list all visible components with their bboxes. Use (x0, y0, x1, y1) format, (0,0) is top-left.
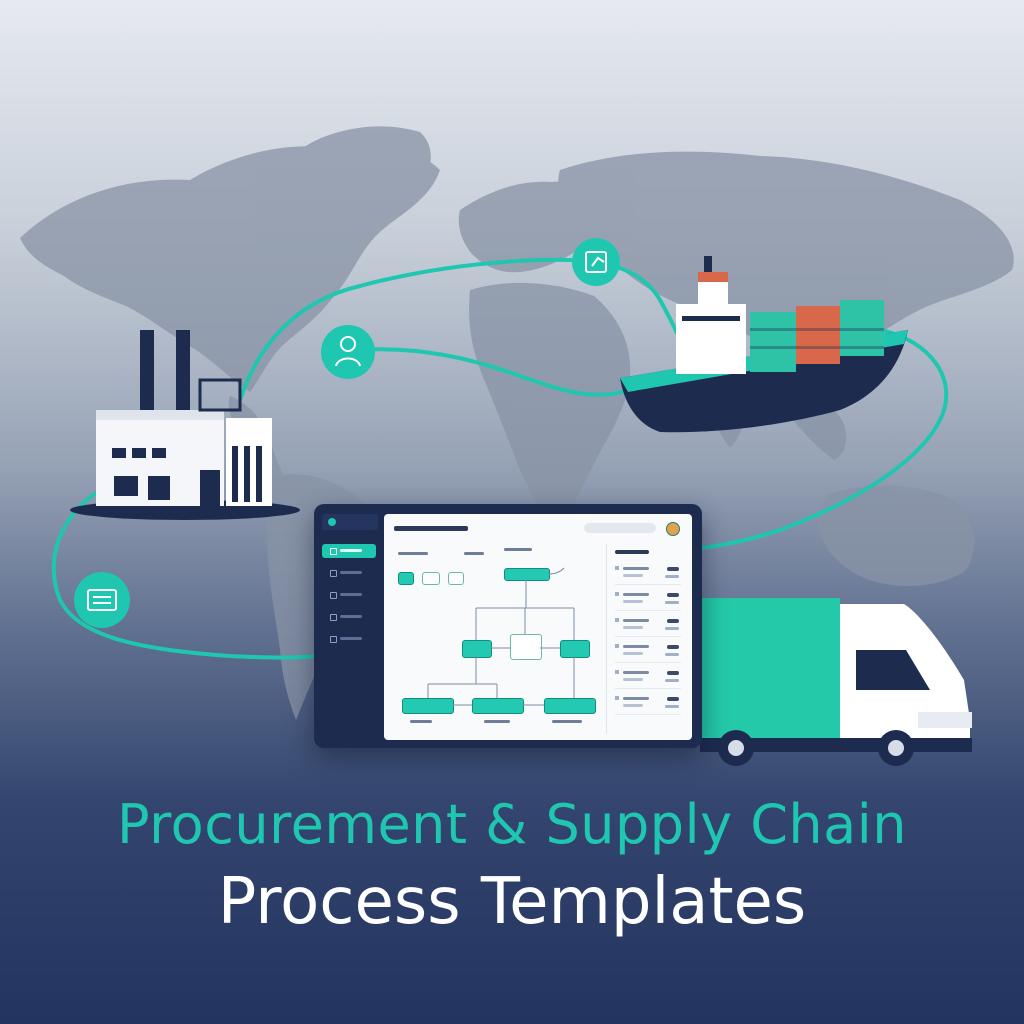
list-item[interactable] (615, 562, 681, 585)
activity-list-header (615, 550, 649, 554)
list-item[interactable] (615, 614, 681, 637)
headline-line-1: Procurement & Supply Chain (117, 793, 907, 856)
dashboard-sidebar (322, 514, 384, 740)
process-dashboard-window (314, 504, 702, 748)
supply-route-lines (51, 257, 949, 660)
flow-node-decision[interactable] (510, 634, 542, 660)
headline-line-2: Process Templates (217, 865, 807, 939)
document-icon (74, 572, 130, 628)
flow-node[interactable] (422, 572, 440, 585)
app-logo (322, 514, 378, 530)
avatar[interactable] (666, 522, 680, 536)
list-item[interactable] (615, 692, 681, 715)
flow-caption (464, 552, 484, 555)
sidebar-item[interactable] (322, 610, 376, 624)
flow-caption (552, 720, 582, 723)
flow-node-start[interactable] (504, 568, 550, 581)
dashboard-main-panel (384, 514, 692, 740)
flow-caption (398, 552, 428, 555)
flow-node[interactable] (544, 698, 596, 714)
flow-node[interactable] (448, 572, 464, 585)
flow-node[interactable] (560, 640, 590, 658)
page-title-placeholder (394, 526, 468, 531)
list-item[interactable] (615, 666, 681, 689)
activity-list-panel (606, 544, 687, 734)
flow-caption (410, 720, 432, 723)
flow-node[interactable] (462, 640, 492, 658)
sidebar-item[interactable] (322, 632, 376, 646)
factory-icon (70, 330, 300, 520)
sidebar-item[interactable] (322, 566, 376, 580)
process-flow-diagram (392, 544, 602, 734)
search-input[interactable] (584, 523, 656, 533)
flow-caption (504, 548, 532, 551)
headline: Procurement & Supply Chain Process Templ… (0, 792, 1024, 942)
sidebar-item[interactable] (322, 588, 376, 602)
flow-node[interactable] (472, 698, 524, 714)
dashboard-topbar (394, 522, 682, 536)
tracking-icon (572, 238, 620, 286)
sidebar-item-active[interactable] (322, 544, 376, 558)
flow-caption (484, 720, 510, 723)
cargo-ship-icon (620, 256, 908, 433)
flow-node[interactable] (398, 572, 414, 585)
worker-icon (321, 325, 375, 379)
flow-node[interactable] (402, 698, 454, 714)
delivery-truck-icon (700, 598, 972, 766)
list-item[interactable] (615, 588, 681, 611)
list-item[interactable] (615, 640, 681, 663)
flow-connectors (427, 567, 575, 706)
